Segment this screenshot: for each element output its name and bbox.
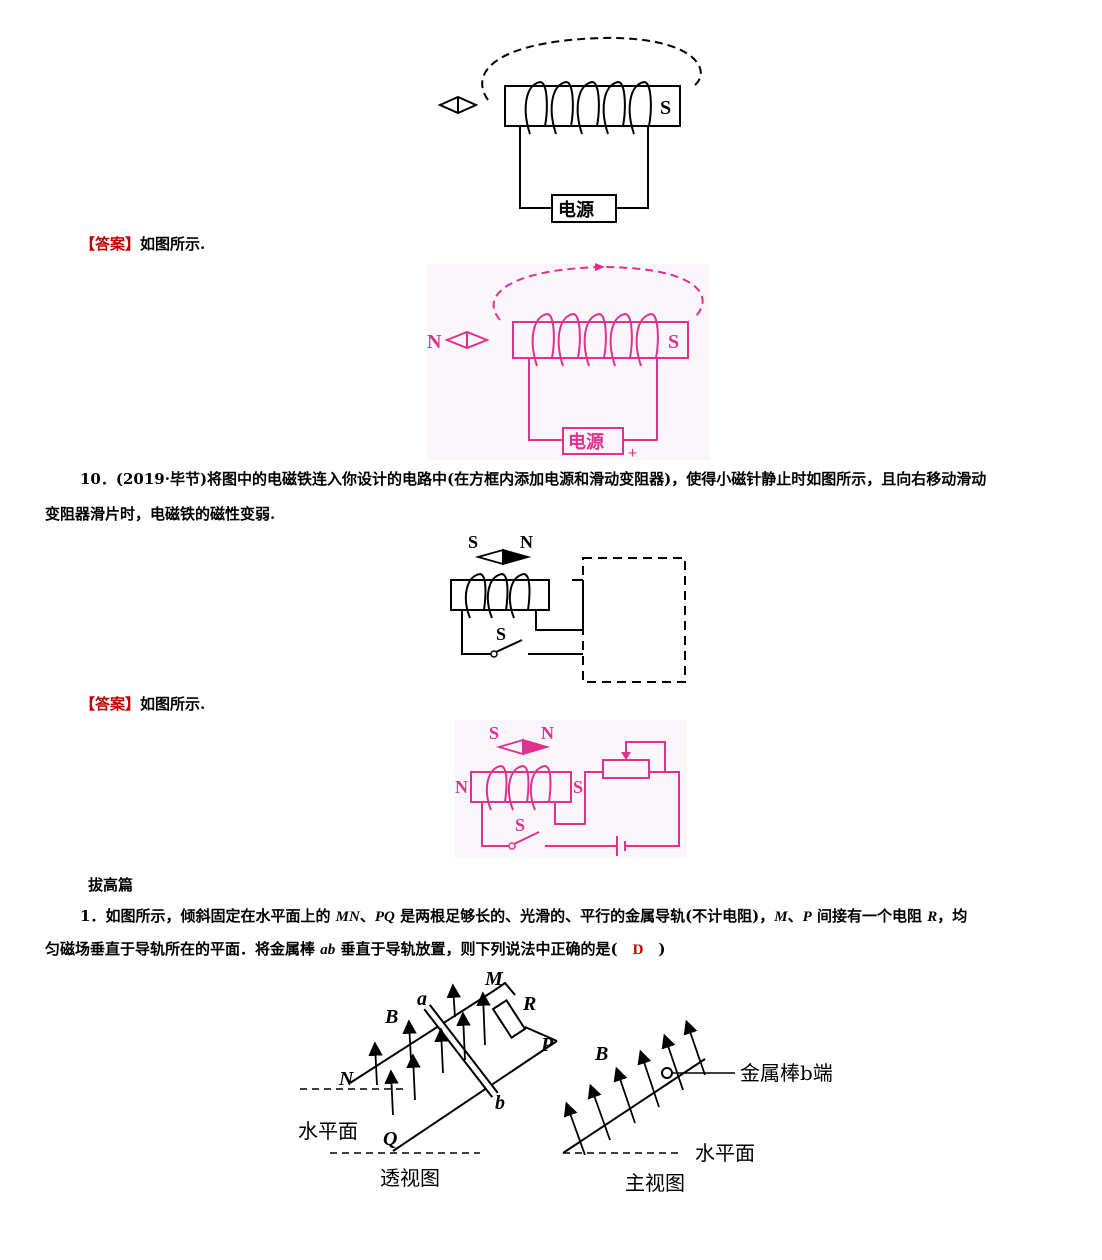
pole-label-s: S	[668, 331, 679, 353]
question-text: 变阻器滑片时，电磁铁的磁性变弱.	[45, 505, 276, 523]
power-supply-label: 电源	[568, 431, 604, 453]
label-n: N	[338, 1068, 355, 1090]
switch-label: S	[515, 815, 525, 835]
section-title: 拔高篇	[88, 876, 134, 894]
figure-perspective-view: M R a B P N b Q 水平面 透视图	[298, 968, 558, 1190]
question-1: 1．如图所示，倾斜固定在水平面上的 MN、PQ 是两根足够长的、光滑的、平行的金…	[45, 907, 968, 958]
question-text: (2019·毕节)将图中的电磁铁连入你设计的电路中(在方框内添加电源和滑动变阻器…	[115, 470, 987, 488]
answer-text: 如图所示.	[140, 695, 206, 713]
needle-label-n: N	[541, 723, 554, 743]
figure-circuit-answer: S N N S S	[455, 720, 687, 858]
switch-label: S	[496, 624, 506, 644]
caption-front: 主视图	[625, 1171, 685, 1195]
pole-label-s: S	[573, 777, 583, 797]
figure-electromagnet-answer: N S 电源 +	[427, 263, 710, 462]
label-b-field: B	[594, 1043, 608, 1065]
pole-label-n: N	[427, 331, 442, 353]
label-q: Q	[383, 1128, 397, 1150]
positive-terminal: +	[628, 445, 637, 462]
label-b-end: b	[495, 1092, 505, 1114]
pole-label-s: S	[660, 97, 671, 119]
needle-label-s: S	[468, 532, 478, 552]
figure-front-view: B 金属棒b端 水平面 主视图	[562, 1019, 833, 1195]
question-number: 10．	[80, 470, 116, 488]
answer-line-1: 【答案】如图所示.	[80, 233, 205, 255]
answer-tag: 【答案】	[80, 695, 141, 713]
figure-circuit-question: S N S	[450, 532, 686, 683]
question-number: 1．	[80, 907, 106, 925]
pole-label-n: N	[455, 777, 468, 797]
horizontal-plane-label: 水平面	[695, 1141, 755, 1165]
question-10-line-1: 10．(2019·毕节)将图中的电磁铁连入你设计的电路中(在方框内添加电源和滑动…	[80, 468, 986, 490]
power-supply-label: 电源	[558, 199, 594, 221]
label-b-field: B	[384, 1006, 398, 1028]
caption-perspective: 透视图	[380, 1166, 440, 1190]
label-r: R	[522, 993, 536, 1015]
figure-electromagnet-question: S 电源	[437, 36, 702, 223]
answer-line-2: 【答案】如图所示.	[80, 693, 205, 715]
label-m: M	[484, 968, 504, 990]
horizontal-plane-label: 水平面	[298, 1119, 358, 1143]
answer-choice: D	[632, 942, 644, 958]
label-a: a	[417, 988, 427, 1010]
label-p: P	[540, 1034, 554, 1056]
needle-label-s: S	[489, 723, 499, 743]
question-10-line-2: 变阻器滑片时，电磁铁的磁性变弱.	[45, 503, 275, 525]
rod-end-label: 金属棒b端	[740, 1061, 833, 1085]
answer-text: 如图所示.	[140, 235, 206, 253]
needle-label-n: N	[520, 532, 533, 552]
answer-tag: 【答案】	[80, 235, 141, 253]
